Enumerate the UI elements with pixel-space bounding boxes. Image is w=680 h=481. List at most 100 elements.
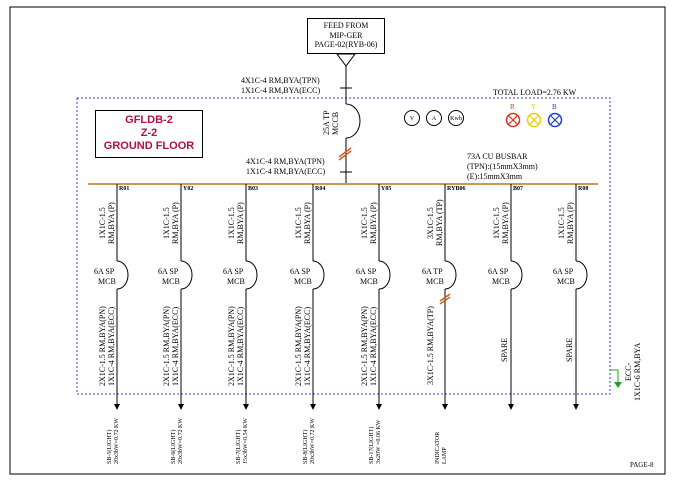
circuit-breaker-rating: 6A SP xyxy=(290,267,311,276)
circuit-spare-label: SPARE xyxy=(500,337,509,363)
circuit-y02 xyxy=(178,184,193,410)
circuit-breaker-rating: 6A SP xyxy=(94,267,115,276)
total-load: TOTAL LOAD=2.76 KW xyxy=(493,88,577,97)
feed-arrow-icon xyxy=(336,53,356,67)
circuit-r01 xyxy=(114,184,129,410)
circuit-supply-cable: 1X1C-1.5 RM,BYA (P) xyxy=(492,202,510,244)
mcb-symbol xyxy=(180,260,193,290)
circuit-breaker-type: MCB xyxy=(162,277,180,286)
feed-line-1: FEED FROM xyxy=(323,21,369,30)
earth-arrow-icon xyxy=(614,382,622,388)
circuit-y05 xyxy=(376,184,391,410)
circuit-id: R08 xyxy=(578,186,589,192)
sheet-border xyxy=(9,6,666,475)
indicator-lamp-icon xyxy=(526,112,542,128)
circuit-breaker-type: MCB xyxy=(294,277,312,286)
circuit-supply-cable: 1X1C-1.5 RM,BYA (P) xyxy=(98,202,116,244)
circuit-b03 xyxy=(243,184,258,410)
outgoing-arrow-icon xyxy=(442,404,448,410)
mcb-symbol xyxy=(444,260,457,290)
circuit-supply-cable: 1X1C-1.5 RM,BYA (P) xyxy=(557,202,575,244)
circuit-id: R01 xyxy=(119,186,130,192)
outgoing-arrow-icon xyxy=(243,404,249,410)
mcb-symbol xyxy=(245,260,258,290)
circuit-spare-label: SPARE xyxy=(565,337,574,363)
busbar-tpn-size: (TPN):(15mmX3mm) xyxy=(467,162,538,171)
circuit-breaker-type: MCB xyxy=(98,277,116,286)
circuit-load-cable: 2X1C-1.5 RM,BYA(PN) 1X1C-4 RM,BYA(ECC) xyxy=(162,306,180,386)
circuit-id: B07 xyxy=(513,186,524,192)
circuit-load-cable: 2X1C-1.5 RM,BYA(PN) 1X1C-4 RM,BYA(ECC) xyxy=(294,306,312,386)
circuit-destination: SB-17(LIGHT) 3x20W =0.06 KW xyxy=(369,419,382,464)
circuit-breaker-rating: 6A SP xyxy=(158,267,179,276)
circuit-load-cable: 2X1C-1.5 RM,BYA(PN) 1X1C-4 RM,BYA(ECC) xyxy=(360,306,378,386)
circuit-load-cable: 3X1C-1.5 RM,BYA(TP) xyxy=(426,306,435,386)
ammeter-icon: A xyxy=(426,110,442,126)
main-mccb-slash-a xyxy=(338,147,352,158)
circuit-breaker-rating: 6A SP xyxy=(553,267,574,276)
circuit-supply-cable: 1X1C-1.5 RM,BYA (P) xyxy=(294,202,312,244)
ecc-label: ECC-1X1C-6 RM,BYA xyxy=(624,342,642,401)
circuit-supply-cable: 1X1C-1.5 RM,BYA (P) xyxy=(360,202,378,244)
circuit-breaker-rating: 6A SP xyxy=(223,267,244,276)
mcb-symbol xyxy=(575,260,588,290)
panel-name: GFLDB-2 xyxy=(125,114,173,126)
voltmeter-icon: V xyxy=(404,110,420,126)
circuit-id: RYB06 xyxy=(447,186,466,192)
busbar-earth-size: (E):15mmX3mm xyxy=(467,172,523,181)
mcb-symbol xyxy=(312,260,325,290)
outgoing-arrow-icon xyxy=(114,404,120,410)
indicator-lamp-icon xyxy=(505,112,521,128)
feed-line-2: MIP-GER xyxy=(329,30,363,40)
circuit-id: Y02 xyxy=(183,186,194,192)
circuit-r04 xyxy=(310,184,325,410)
outgoing-arrow-icon xyxy=(508,404,514,410)
lamp-label: Y xyxy=(531,103,537,111)
tp-slash xyxy=(439,296,451,305)
main-mccb-slash-b xyxy=(338,150,352,161)
busbar-rating: 73A CU BUSBAR xyxy=(467,152,528,161)
bus-cable-line-2: 1X1C-4 RM,BYA(ECC) xyxy=(246,167,326,176)
circuit-r08 xyxy=(573,184,588,410)
mcb-symbol xyxy=(378,260,391,290)
lamp-label: B xyxy=(552,103,557,111)
circuit-supply-cable: 1X1C-1.5 RM,BYA (P) xyxy=(227,202,245,244)
tp-slash xyxy=(439,293,451,302)
circuit-load-cable: 2X1C-1.5 RM,BYA(PN) 1X1C-4 RM,BYA(ECC) xyxy=(227,306,245,386)
circuit-destination: SB-8(LIGHT) 20x3bW=0.72 KW xyxy=(303,417,316,464)
circuit-breaker-type: MCB xyxy=(557,277,575,286)
circuit-breaker-rating: 6A SP xyxy=(488,267,509,276)
circuit-breaker-type: MCB xyxy=(426,277,444,286)
incoming-cable-line-1: 4X1C-4 RM,BYA(TPN) xyxy=(241,76,320,85)
panel-title-box: GFLDB-2 Z-2 GROUND FLOOR xyxy=(95,110,203,158)
circuit-breaker-type: MCB xyxy=(492,277,510,286)
panel-zone: Z-2 xyxy=(140,127,158,139)
incoming-cable-line-2: 1X1C-4 RM,BYA(ECC) xyxy=(241,86,321,95)
feed-source-box: FEED FROM MIP-GER PAGE-02(RYB-06) xyxy=(307,18,385,54)
panel-floor: GROUND FLOOR xyxy=(103,140,195,152)
circuit-id: R04 xyxy=(315,186,326,192)
outgoing-arrow-icon xyxy=(178,404,184,410)
lamp-label: R xyxy=(510,103,515,111)
mcb-symbol xyxy=(116,260,129,290)
circuit-b07 xyxy=(508,184,523,410)
outgoing-arrow-icon xyxy=(573,404,579,410)
circuit-destination: INDICATOR LAMP xyxy=(435,431,448,464)
mcb-symbol xyxy=(510,260,523,290)
circuit-breaker-rating: 6A SP xyxy=(356,267,377,276)
feed-line-3: PAGE-02(RYB-06) xyxy=(314,40,378,49)
circuit-destination: SB-7(LIGHT) 15x3bW=0.54 KW xyxy=(236,417,249,464)
page-number: PAGE-8 xyxy=(630,461,654,469)
circuit-id: B03 xyxy=(248,186,259,192)
circuit-destination: SB-6(LIGHT) 20x3bW=0.72 KW xyxy=(171,417,184,464)
circuit-load-cable: 2X1C-1.5 RM,BYA(PN) 1X1C-4 RM,BYA(ECC) xyxy=(98,306,116,386)
outgoing-arrow-icon xyxy=(310,404,316,410)
circuit-breaker-type: MCB xyxy=(360,277,378,286)
bus-cable-line-1: 4X1C-4 RM,BYA(TPN) xyxy=(246,157,325,166)
panel-boundary xyxy=(76,97,611,395)
main-mccb-symbol xyxy=(345,103,361,139)
circuit-breaker-type: MCB xyxy=(227,277,245,286)
circuit-ryb06 xyxy=(439,184,457,410)
